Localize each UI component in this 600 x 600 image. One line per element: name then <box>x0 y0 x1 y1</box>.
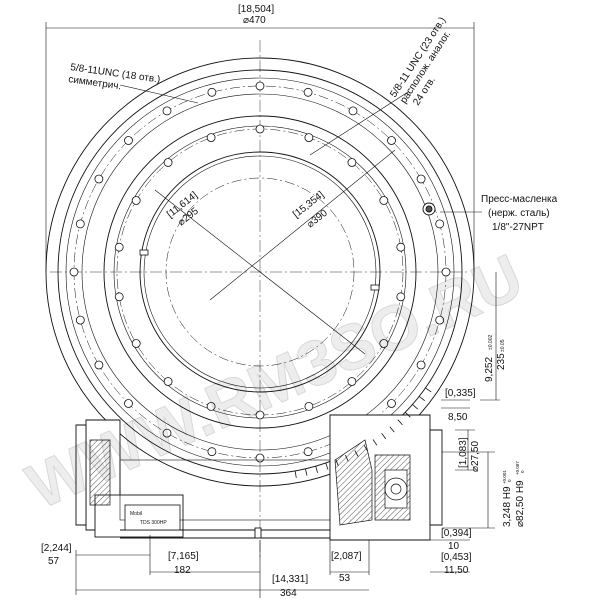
bolt-hole <box>75 219 85 229</box>
dim-3248-inch: 3,248 H9 <box>502 486 513 527</box>
bolt-hole <box>255 410 265 420</box>
height-mm-tol: ±0.05 <box>500 339 506 352</box>
dim-1083-inch: [1,083] <box>458 437 469 468</box>
grease-fitting-line1: Пресс-масленка <box>481 194 558 205</box>
nameplate-brand: Mobil <box>130 511 142 517</box>
grease-fitting-icon <box>422 202 436 216</box>
gear-tooth <box>389 426 395 433</box>
bolt-hole <box>348 106 358 116</box>
dim-2087-inch: [2,087] <box>331 551 362 562</box>
bolt-hole <box>379 339 389 348</box>
bolt-hole <box>255 81 265 91</box>
outer-diameter-mm: ⌀470 <box>243 15 266 26</box>
bolt-hole <box>206 401 216 411</box>
bolt-hole <box>69 267 79 277</box>
bolt-hole <box>303 447 313 457</box>
bolt-hole <box>75 315 85 325</box>
bolt-hole <box>304 133 314 143</box>
gear-tooth <box>294 470 297 478</box>
bolt-hole <box>255 124 265 134</box>
bolt-hole <box>163 158 173 167</box>
dim-7165-inch: [7,165] <box>168 551 199 562</box>
dim-0335-mm: 8,50 <box>448 412 468 423</box>
gear-tooth <box>335 459 339 466</box>
dim-0453-mm: 11,50 <box>444 565 469 576</box>
grease-fitting-line2: (нерж. сталь) <box>488 208 550 219</box>
dim-3248-inch-tol-lower: 0 <box>507 479 512 482</box>
dim-0394-inch: [0,394] <box>441 528 472 539</box>
gear-tooth <box>412 404 418 410</box>
bolt-hole <box>114 292 124 302</box>
bolt-hole <box>124 399 133 408</box>
height-mm: 235 <box>496 353 507 370</box>
bolt-hole <box>255 453 265 463</box>
dim-0453-inch: [0,453] <box>441 552 472 563</box>
bolt-hole <box>94 174 104 184</box>
bolt-hole <box>435 219 445 229</box>
dim-3248-inch-tol-upper: +0.001 <box>502 470 507 484</box>
bolt-hole <box>124 136 133 145</box>
gear-tooth <box>381 433 387 440</box>
bolt-hole <box>206 133 216 143</box>
bolt-hole <box>131 339 141 348</box>
gear-tooth <box>315 466 318 474</box>
gear-tooth <box>305 468 308 476</box>
dim-3248-mm-tol-upper: +0.087 <box>515 461 520 475</box>
bolt-hole <box>131 196 141 205</box>
gear-tooth <box>397 419 403 426</box>
gear-teeth <box>294 387 432 478</box>
gear-tooth <box>425 387 432 393</box>
dim-14331-inch: [14,331] <box>272 574 308 585</box>
gear-tooth <box>405 412 411 418</box>
dimension-lines <box>45 22 500 598</box>
gear-tooth <box>325 462 329 470</box>
inner-bolt-holes <box>114 124 406 420</box>
bolt-hole <box>416 174 426 184</box>
bolt-hole <box>162 106 172 116</box>
set-screws <box>139 249 380 291</box>
dim-7165-mm: 182 <box>174 565 191 576</box>
dim-1083-mm: ⌀27,50 <box>470 441 481 472</box>
bolt-hole <box>347 158 357 167</box>
bolt-hole <box>396 292 406 302</box>
gear-tooth <box>363 444 368 452</box>
nameplate: Mobil TDS 300HP <box>124 504 181 531</box>
gear-tooth <box>372 439 378 446</box>
bolt-hole <box>387 399 396 408</box>
dim-0394-mm: 10 <box>448 541 460 552</box>
gear-tooth <box>418 396 425 402</box>
bolt-hole <box>94 360 104 370</box>
dim-14331-mm: 364 <box>280 588 297 599</box>
dim-3248-mm: ⌀82,50 H9 <box>515 480 526 527</box>
dim-3248-mm-tol-lower: 0 <box>520 470 525 473</box>
height-inch-tol: ±0.002 <box>488 335 494 350</box>
bolt-hole <box>441 267 451 277</box>
bolt-hole <box>207 87 217 97</box>
section-hatching <box>89 439 411 526</box>
bolt-hole <box>207 447 217 457</box>
bolt-hole <box>416 360 426 370</box>
bolt-hole <box>304 401 314 411</box>
bolt-hole <box>387 136 396 145</box>
gear-tooth <box>345 454 349 462</box>
bolt-hole <box>347 377 357 386</box>
dim-2244-inch: [2,244] <box>41 543 72 554</box>
dim-2087-mm: 53 <box>339 573 351 584</box>
nameplate-text: TDS 300HP <box>140 520 167 526</box>
bolt-hole <box>163 377 173 386</box>
height-inch: 9,252 <box>484 357 495 382</box>
bolt-hole <box>396 242 406 252</box>
bolt-hole <box>114 242 124 252</box>
dim-0335-inch: [0,335] <box>445 388 476 399</box>
outer-diameter-inch: [18,504] <box>238 4 274 15</box>
watermark: WWW.RM3SO.RU <box>16 240 532 523</box>
bolt-hole <box>303 87 313 97</box>
bolt-hole <box>435 315 445 325</box>
bolt-hole <box>379 196 389 205</box>
bolt-hole <box>162 428 172 438</box>
dim-2244-mm: 57 <box>48 556 60 567</box>
grease-fitting-line3: 1/8"-27NPT <box>492 222 544 233</box>
gear-tooth <box>354 450 359 457</box>
